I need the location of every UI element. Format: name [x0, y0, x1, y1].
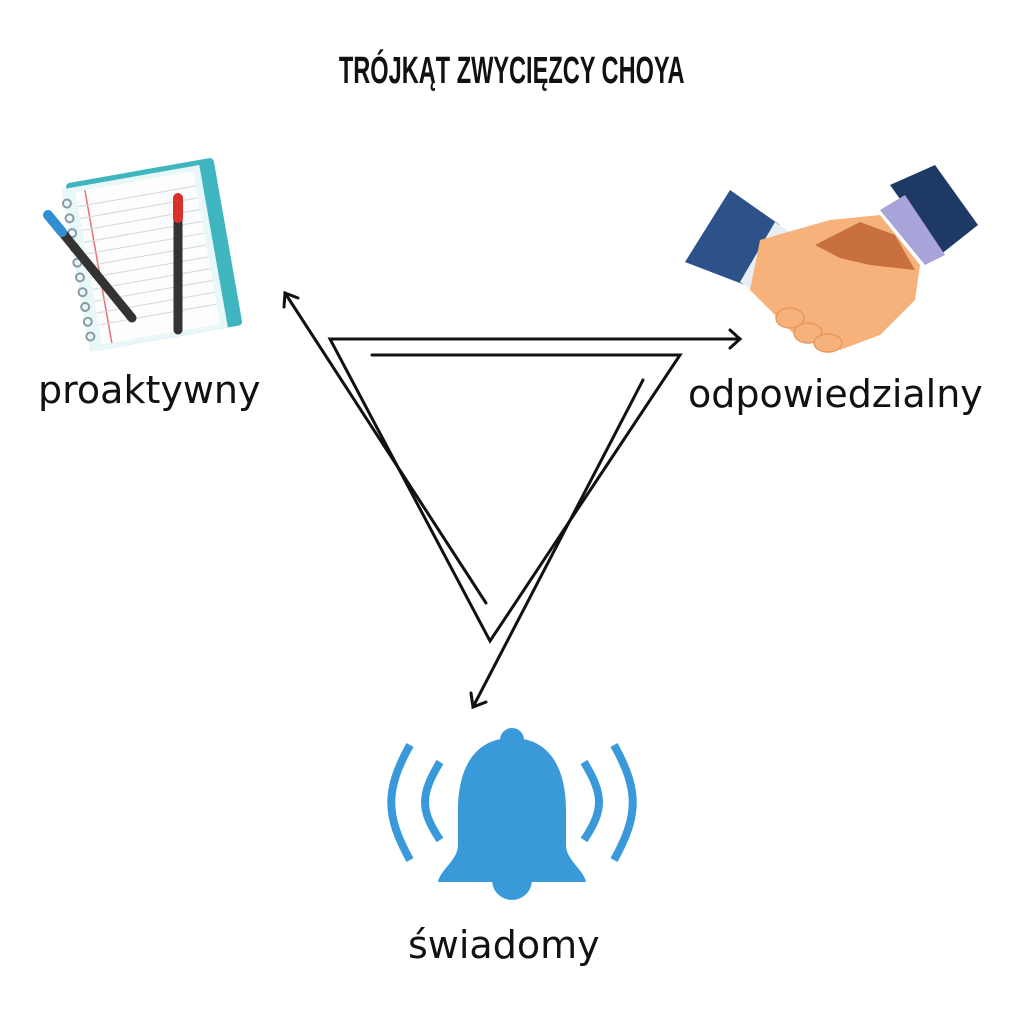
handshake-icon: [685, 165, 978, 353]
label-aware: świadomy: [408, 923, 600, 967]
arrow-line-aware: [471, 378, 645, 709]
label-responsible: odpowiedzialny: [688, 372, 983, 416]
diagram-title: TRÓJKĄT ZWYCIĘZCY CHOYA: [0, 50, 1024, 93]
arrowhead-proactive: [282, 290, 300, 309]
triangle-path: [327, 337, 742, 644]
title-text: TRÓJKĄT ZWYCIĘZCY CHOYA: [339, 50, 685, 92]
notebook-pen-icon: [43, 158, 243, 352]
arrow-line-proactive: [283, 291, 488, 605]
arrowhead-responsible: [728, 328, 743, 350]
label-proactive: proaktywny: [38, 368, 261, 412]
arrowhead-aware: [469, 691, 488, 710]
ringing-bell-icon: [387, 728, 637, 900]
